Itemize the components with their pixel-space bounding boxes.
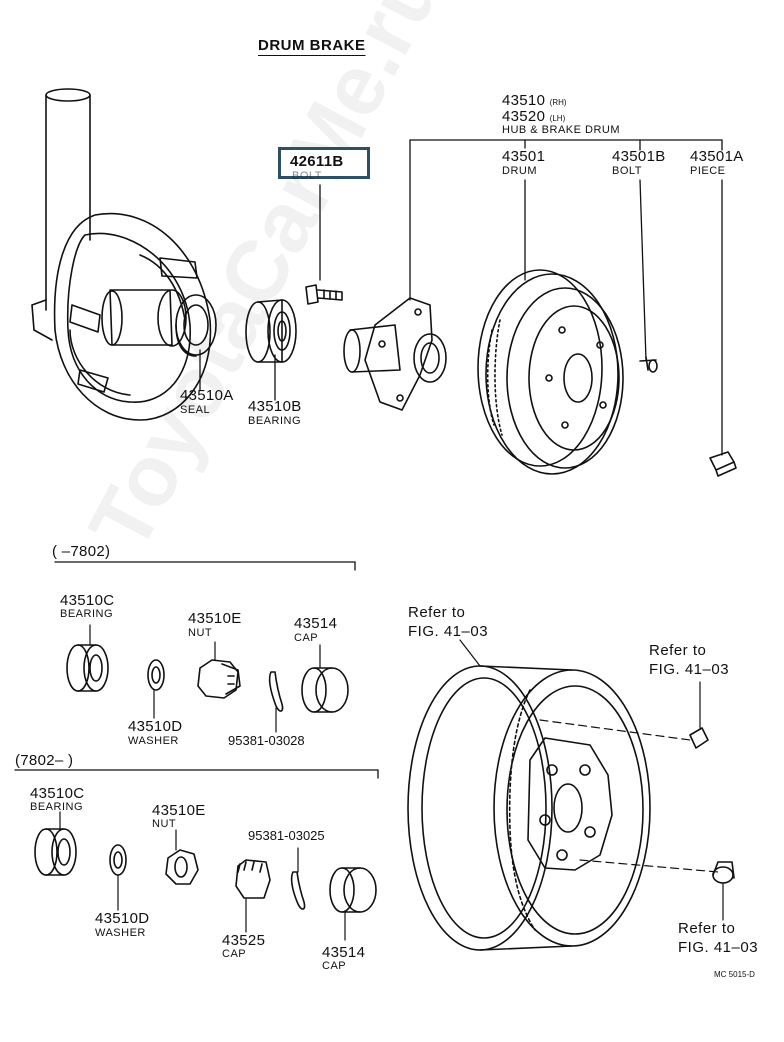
group-a-washer-number: 43510D (128, 718, 183, 735)
group-a-nut-number: 43510E (188, 610, 242, 627)
group-b-cap-43514-name: CAP (322, 960, 347, 972)
group-a-washer-name: WASHER (128, 735, 179, 747)
piece-name: PIECE (690, 165, 726, 177)
refer-note-bolt[interactable]: Refer to FIG. 41–03 (649, 641, 729, 679)
diagram-code: MC 5015-D (714, 970, 755, 979)
highlighted-part-box[interactable]: 42611B (278, 147, 370, 179)
hub-lh-tag: (LH) (549, 114, 566, 123)
drum-name: DRUM (502, 165, 537, 177)
hub-assembly-lh: 43520 (LH) (502, 108, 565, 126)
group-a-parts (66, 624, 349, 733)
group-a-cap-name: CAP (294, 632, 319, 644)
hub-rh-tag: (RH) (549, 98, 567, 107)
drum-bolt-number: 43501B (612, 148, 666, 165)
hub-assembly-rh: 43510 (RH) (502, 92, 567, 110)
seal-name: SEAL (180, 404, 211, 416)
hub-rh-number: 43510 (502, 92, 546, 109)
refer-note-wheel-line2: FIG. 41–03 (408, 623, 489, 640)
group-a-bearing-name: BEARING (60, 608, 114, 620)
bearing-b-number: 43510B (248, 398, 302, 415)
refer-note-nut-line2: FIG. 41–03 (678, 939, 759, 956)
piece-number: 43501A (690, 148, 744, 165)
group-b-cap-43525-number: 43525 (222, 932, 266, 949)
group-b-cotter-pin-number: 95381-03025 (248, 828, 325, 843)
group-b-washer-number: 43510D (95, 910, 150, 927)
group-b-nut-name: NUT (152, 818, 177, 830)
highlighted-part-name: BOLT (292, 170, 322, 182)
drum-bolt-name: BOLT (612, 165, 642, 177)
refer-note-nut[interactable]: Refer to FIG. 41–03 (678, 919, 758, 957)
hub-assembly-name: HUB & BRAKE DRUM (502, 124, 621, 136)
refer-note-nut-line1: Refer to (678, 920, 736, 937)
seal-43510a (175, 294, 217, 357)
hub-lh-number: 43520 (502, 108, 546, 125)
drum-bolt-43501b (639, 356, 658, 373)
group-a-bearing-number: 43510C (60, 592, 115, 609)
group-b-cap-43514-number: 43514 (322, 944, 366, 961)
drum-number: 43501 (502, 148, 546, 165)
group-b-parts (34, 811, 377, 941)
group-b-bearing-number: 43510C (30, 785, 85, 802)
group-b-bracket (14, 769, 379, 779)
wheel-rim (407, 639, 651, 951)
diagram-title: DRUM BRAKE (258, 37, 366, 54)
bearing-43510b (245, 299, 297, 363)
group-a-cap-number: 43514 (294, 615, 338, 632)
group-b-nut-number: 43510E (152, 802, 206, 819)
highlighted-part-number: 42611B (290, 153, 344, 170)
hub-bolt-42611b (305, 284, 343, 305)
group-b-cap-43525-name: CAP (222, 948, 247, 960)
refer-note-wheel[interactable]: Refer to FIG. 41–03 (408, 603, 488, 641)
backing-plate (31, 88, 212, 421)
group-a-range: ( –7802) (52, 543, 111, 560)
seal-number: 43510A (180, 387, 234, 404)
bearing-b-name: BEARING (248, 415, 302, 427)
group-a-bracket (54, 561, 356, 571)
group-a-nut-name: NUT (188, 627, 213, 639)
piece-43501a (709, 451, 737, 477)
wheel-hardware (539, 681, 735, 921)
group-b-range: (7802– ) (15, 752, 74, 769)
refer-note-bolt-line2: FIG. 41–03 (649, 661, 730, 678)
refer-note-bolt-line1: Refer to (649, 642, 707, 659)
brake-drum-43501 (477, 269, 624, 475)
group-b-washer-name: WASHER (95, 927, 146, 939)
hub-flange (343, 297, 447, 411)
refer-note-wheel-line1: Refer to (408, 604, 466, 621)
group-b-bearing-name: BEARING (30, 801, 84, 813)
group-a-cotter-pin-number: 95381-03028 (228, 733, 305, 748)
